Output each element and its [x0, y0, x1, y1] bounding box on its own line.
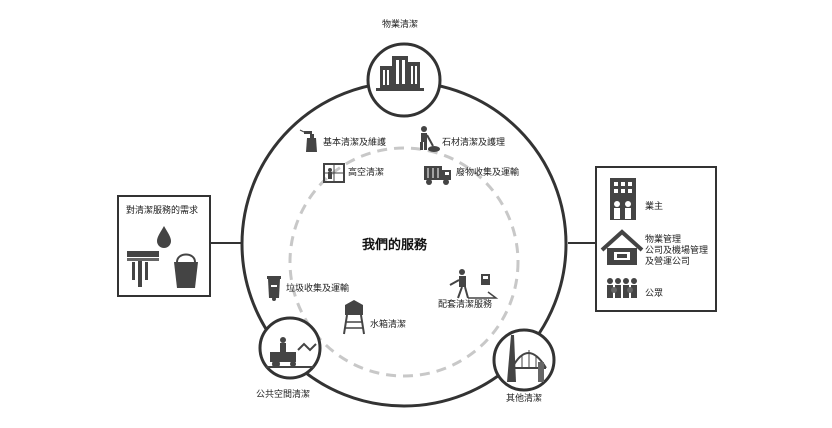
service-garbage: 垃圾收集及運輸 [286, 284, 350, 294]
client-owners: 業主 [645, 202, 664, 212]
lawn-mower-icon [266, 337, 317, 368]
bottom-right-node-circle [492, 328, 556, 392]
demand-box-title: 對清潔服務的需求 [126, 206, 199, 216]
crowd-icon [607, 278, 637, 298]
service-high: 高空清潔 [348, 168, 385, 178]
water-tower-icon [343, 300, 365, 335]
service-stone: 石材清潔及護理 [442, 138, 506, 148]
top-node-label: 物業清潔 [382, 20, 419, 30]
inner-dashed-ring [288, 146, 520, 378]
spray-bottle-icon [299, 129, 317, 152]
water-drop-icon [157, 226, 171, 248]
office-buildings-icon [376, 56, 424, 91]
client-public: 公眾 [645, 289, 664, 299]
city-bridge-icon [507, 335, 547, 382]
service-waste: 廢物收集及運輸 [456, 168, 520, 178]
house-handshake-icon [600, 229, 644, 265]
fogging-worker-icon [449, 269, 499, 299]
bucket-icon [174, 253, 198, 288]
service-supporting: 配套清潔服務 [438, 300, 493, 310]
bottom-left-node-label: 公共空間清潔 [256, 390, 311, 400]
floor-polisher-icon [420, 126, 440, 152]
bottom-right-node-label: 其他清潔 [506, 394, 543, 404]
service-basic: 基本清潔及維護 [323, 138, 387, 148]
service-tank: 水箱清潔 [370, 320, 407, 330]
client-management: 物業管理 公司及機場管理 及營運公司 [645, 235, 709, 267]
center-title: 我們的服務 [362, 238, 428, 253]
building-people-icon [610, 178, 636, 220]
wheelie-bin-icon [267, 276, 281, 301]
squeegee-icon [127, 251, 159, 287]
garbage-truck-icon [424, 166, 451, 185]
window-cleaning-icon [323, 163, 345, 183]
